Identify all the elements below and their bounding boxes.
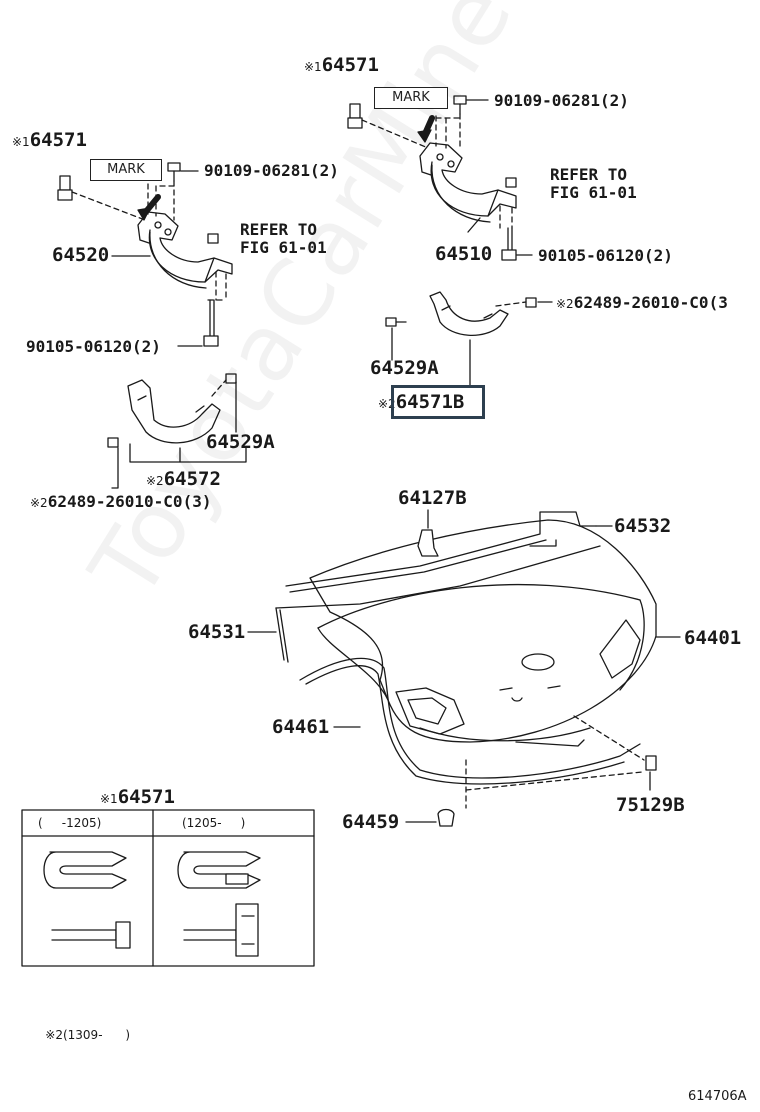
variant-table: [21, 809, 315, 967]
label-64572: ※264572: [146, 468, 221, 490]
nut-left: [207, 233, 219, 244]
leader-64572-left: [129, 443, 181, 463]
clip-64571-left: [57, 175, 73, 201]
label-64571-top: ※164571: [304, 54, 379, 76]
label-64531: 64531: [188, 621, 246, 643]
label-64520: 64520: [52, 244, 110, 266]
label-64571-table: ※164571: [100, 786, 175, 808]
rod-64531: [275, 545, 601, 663]
label-64510: 64510: [435, 243, 493, 265]
highlight-64571B: [391, 385, 485, 419]
leaders-left: [71, 180, 227, 301]
table-col-before-1205: ( -1205): [38, 816, 102, 830]
leader-64510: [467, 217, 481, 233]
bolt-90109-left: [167, 162, 181, 182]
leader-75129B-dash: [573, 715, 645, 761]
mark-arrow-right-head: [417, 129, 432, 143]
label-62489-left: ※262489-26010-C0(3): [30, 492, 212, 511]
leaders-right: [361, 113, 513, 229]
trunk-lid-64401: [309, 519, 657, 747]
figure-code: 614706A: [688, 1089, 747, 1104]
clip-64571-right: [347, 103, 363, 129]
bumper-dash-line: [465, 771, 643, 791]
label-64127B: 64127B: [398, 487, 467, 509]
label-90105-right: 90105-06120(2): [538, 246, 673, 265]
clip-64529A-right: [385, 317, 407, 327]
weatherstrip-64461: [299, 657, 641, 785]
clip-64529A-left: [225, 373, 237, 384]
leader-62489-right-dash: [495, 301, 527, 307]
footnote: ※2(1309- ): [45, 1028, 131, 1042]
label-64401: 64401: [684, 627, 742, 649]
label-64461: 64461: [272, 716, 330, 738]
label-90109-left: 90109-06281(2): [204, 161, 339, 180]
label-64459: 64459: [342, 811, 400, 833]
stopper-64127B: [417, 529, 439, 557]
label-90105-left: 90105-06120(2): [26, 337, 161, 356]
cushion-64459: [437, 808, 455, 827]
screw-62489-right: [525, 297, 537, 308]
bolt-90109-right: [453, 95, 467, 115]
mark-label-left: MARK: [90, 159, 162, 181]
bracket-64571B: [429, 291, 509, 337]
mark-label-right: MARK: [374, 87, 448, 109]
screw-62489-left: [107, 437, 119, 448]
label-64532: 64532: [614, 515, 672, 537]
hinge-64510: [419, 142, 517, 223]
table-col-after-1205: (1205- ): [182, 816, 246, 830]
rod-64532: [285, 511, 597, 593]
nut-right: [505, 177, 517, 188]
label-75129B: 75129B: [616, 794, 685, 816]
label-64529A-left: 64529A: [206, 431, 275, 453]
label-64529A-right: 64529A: [370, 357, 439, 379]
bolt-90105-right: [501, 227, 517, 261]
refer-note-left: REFER TO FIG 61-01: [240, 220, 327, 257]
refer-note-right: REFER TO FIG 61-01: [550, 165, 637, 202]
hinge-64520: [137, 211, 233, 289]
leader-64529A-left-dash: [211, 379, 227, 397]
bracket-64572: [127, 379, 221, 444]
leader-64572-bracket: [179, 447, 247, 463]
bumper-75129B: [645, 755, 657, 771]
mark-arrow-left-head: [137, 207, 151, 221]
label-64571-left: ※164571: [12, 129, 87, 151]
bolt-90105-left: [203, 299, 219, 347]
label-90109-right: 90109-06281(2): [494, 91, 629, 110]
label-62489-right: ※262489-26010-C0(3: [556, 293, 728, 312]
leader-62489-left: [111, 447, 119, 489]
